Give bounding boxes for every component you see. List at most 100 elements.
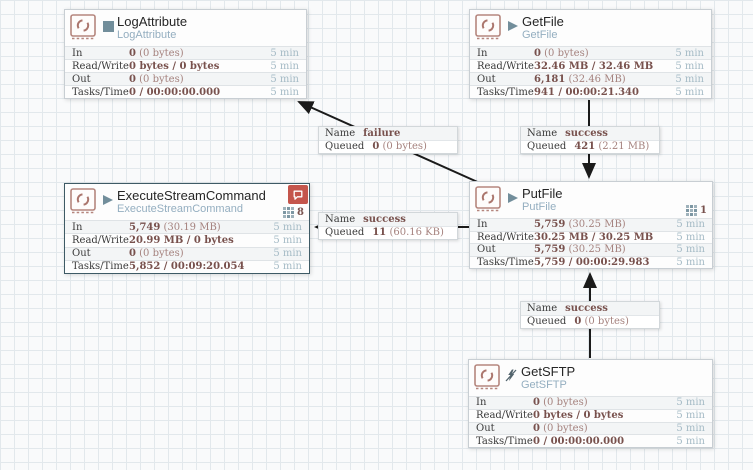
processor-stamp-icon — [475, 14, 501, 40]
stat-window: 5 min — [273, 221, 302, 233]
queued-size: (0 bytes) — [584, 316, 629, 328]
processor-title: LogAttribute — [117, 14, 188, 29]
processor-stamp-icon — [70, 188, 96, 214]
bulletin-comment-badge[interactable] — [288, 185, 308, 204]
processor-type: PutFile — [522, 201, 557, 213]
processor-type: ExecuteStreamCommand — [117, 203, 243, 215]
queued-count: 421 — [574, 141, 596, 153]
disabled-bolt-icon — [505, 369, 517, 387]
stat-window: 5 min — [675, 73, 704, 85]
stat-window: 5 min — [675, 60, 704, 72]
connection-queued-row: Queued 421 (2.21 MB) — [521, 141, 659, 154]
stat-window: 5 min — [273, 261, 302, 273]
queued-size: (60.16 KB) — [389, 227, 444, 239]
processor-header: GetFile GetFile — [470, 10, 711, 46]
stat-window: 5 min — [676, 244, 705, 256]
relationship-name: failure — [363, 127, 401, 139]
stat-window: 5 min — [676, 256, 705, 268]
relationship-name: success — [565, 127, 608, 139]
processor-header: ExecuteStreamCommand ExecuteStreamComman… — [65, 184, 309, 220]
comment-icon — [293, 190, 303, 200]
relationship-name: success — [565, 302, 608, 314]
stat-window: 5 min — [676, 397, 705, 409]
processor-executestreamcommand[interactable]: ExecuteStreamCommand ExecuteStreamComman… — [64, 183, 310, 274]
processor-title: ExecuteStreamCommand — [117, 188, 266, 203]
stat-window: 5 min — [676, 422, 705, 434]
processor-title: GetFile — [522, 14, 564, 29]
processor-header: PutFile PutFile 1 — [470, 182, 712, 218]
connection-queued-row: Queued 0 (0 bytes) — [319, 141, 457, 154]
processor-stamp-icon — [474, 364, 500, 390]
connection-queued-row: Queued 0 (0 bytes) — [521, 316, 659, 329]
connection-name-row: Name failure — [319, 127, 457, 141]
processor-header: GetSFTP GetSFTP — [469, 360, 712, 396]
stat-window: 5 min — [676, 410, 705, 422]
stat-window: 5 min — [675, 86, 704, 98]
relationship-name: success — [363, 213, 406, 225]
processor-type: GetSFTP — [521, 379, 567, 391]
active-threads: 8 — [283, 207, 304, 218]
processor-title: PutFile — [522, 186, 563, 201]
thread-count: 1 — [700, 205, 707, 216]
thread-grid-icon — [283, 207, 295, 218]
stat-window: 5 min — [676, 435, 705, 447]
queued-key: Queued — [527, 316, 567, 328]
connection-label-failure[interactable]: Name failure Queued 0 (0 bytes) — [318, 126, 458, 154]
connection-name-row: Name success — [521, 127, 659, 141]
play-triangle-icon — [103, 195, 113, 205]
processor-type: GetFile — [522, 29, 558, 41]
queued-size: (2.21 MB) — [598, 141, 650, 153]
queued-key: Queued — [527, 141, 567, 153]
processor-stamp-icon — [475, 186, 501, 212]
processor-type: LogAttribute — [117, 29, 177, 41]
thread-count: 8 — [297, 207, 304, 218]
processor-header: LogAttribute LogAttribute — [65, 10, 306, 46]
processor-title: GetSFTP — [521, 364, 576, 379]
name-key: Name — [325, 127, 356, 139]
connection-label-success-421[interactable]: Name success Queued 421 (2.21 MB) — [520, 126, 660, 154]
stat-window: 5 min — [270, 73, 299, 85]
queued-count: 0 — [372, 141, 380, 153]
queued-key: Queued — [325, 141, 365, 153]
queued-count: 0 — [574, 316, 582, 328]
queued-key: Queued — [325, 227, 365, 239]
stat-window: 5 min — [270, 86, 299, 98]
stat-window: 5 min — [273, 234, 302, 246]
thread-grid-icon — [686, 205, 698, 216]
play-triangle-icon — [508, 21, 518, 31]
stat-window: 5 min — [270, 47, 299, 59]
queued-size: (0 bytes) — [382, 141, 427, 153]
stopped-icon — [103, 21, 114, 32]
name-key: Name — [527, 127, 558, 139]
stat-window: 5 min — [675, 47, 704, 59]
stat-window: 5 min — [676, 231, 705, 243]
